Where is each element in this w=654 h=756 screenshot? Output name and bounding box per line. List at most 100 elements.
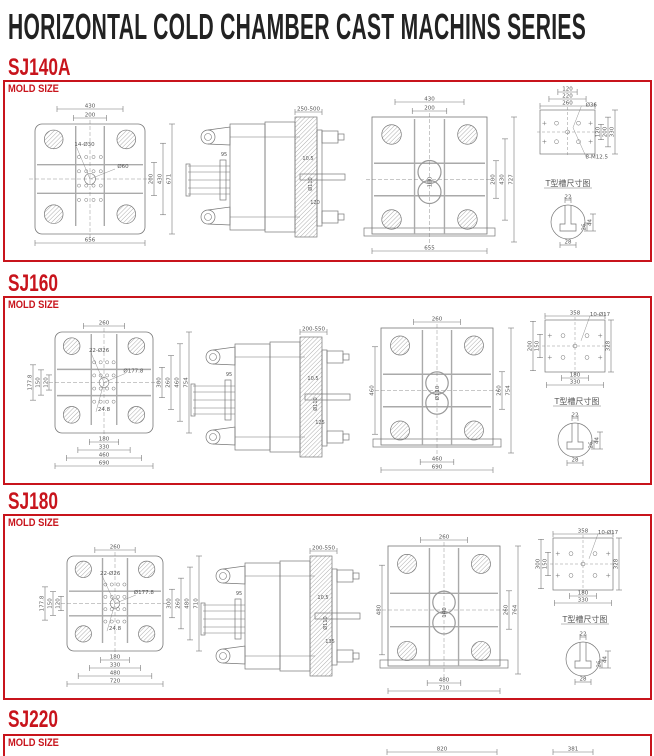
injection-rod (314, 612, 361, 620)
nozzle-hole (84, 173, 96, 185)
dimension-label: 22-Ø26 (100, 570, 121, 577)
mounting-hole (103, 607, 108, 612)
dimension-label: 358 (578, 529, 589, 535)
dimension-label: 200 (603, 126, 609, 137)
dimension-label: 180 (110, 655, 121, 661)
dimension-label: 100 (428, 176, 434, 187)
dimension-label: 358 (570, 311, 581, 317)
dimension-label: 120 (56, 598, 62, 609)
ejector-plate-view: 381 (552, 747, 594, 755)
dimension-label: Ø60 (117, 163, 129, 170)
leader-line (102, 575, 116, 604)
dimension-label: 460 (99, 453, 110, 459)
dimension-label: 460 (175, 377, 181, 388)
tie-bar-hole (43, 204, 64, 224)
mounting-hole (105, 360, 109, 365)
dimension-label: 95 (221, 152, 227, 158)
dimension-label: 10-Ø17 (598, 529, 619, 536)
dimension-label: 24.8 (109, 626, 122, 632)
mounting-hole (91, 169, 96, 174)
dimension-label: 150 (36, 377, 42, 388)
leader-line (95, 382, 105, 412)
dimension-label: Ø110 (322, 616, 329, 629)
dimension-label: 300 (157, 377, 163, 388)
tie-bar-hole (62, 337, 81, 355)
toggle-pivot (219, 652, 227, 660)
mounting-hole (116, 595, 120, 599)
hydraulic-cylinder (336, 569, 354, 583)
dimension-label: 24.8 (98, 407, 111, 413)
dimension-label: 330 (578, 598, 589, 604)
tie-bar-hole (397, 641, 417, 661)
bolt-hole (580, 561, 586, 567)
bolt-hole (565, 129, 570, 135)
mounting-hole (91, 198, 96, 202)
leader-line (103, 373, 126, 383)
dimension-label: 26 (597, 660, 603, 667)
dimension-label: 260 (439, 535, 450, 541)
tie-bar-hole (138, 560, 156, 578)
tie-bar-hole (74, 560, 92, 578)
dimension-label: 430 (158, 173, 164, 184)
dimension-label: 710 (194, 598, 200, 609)
dimension-label: 200 (85, 113, 96, 119)
dimension-label: 200 (424, 106, 435, 112)
mounting-hole (77, 183, 81, 188)
machine-part (337, 213, 345, 221)
dimension-label: 260 (99, 321, 110, 327)
dimension-label: 764 (513, 604, 519, 615)
dimension-label: 330 (610, 126, 616, 137)
machine-part (337, 133, 345, 141)
mounting-hole (84, 183, 89, 188)
leader-line (90, 353, 105, 383)
dimension-label: 10.5 (302, 156, 313, 162)
mounting-hole (111, 373, 116, 378)
dimension-label: 430 (424, 97, 435, 103)
mold-size-label: MOLD SIZE (8, 517, 59, 529)
tie-bar-hole (381, 124, 402, 145)
dimension-label: 690 (432, 465, 443, 471)
dimension-label: 177.8 (28, 374, 34, 390)
bolt-hole (560, 333, 566, 338)
tie-bar-hole (464, 420, 484, 441)
nozzle-hole (98, 377, 110, 388)
tie-bar-hole (74, 625, 92, 643)
tie-bar-hole (127, 337, 146, 355)
t-slot-section (557, 422, 593, 458)
machine-part (321, 349, 328, 447)
toggle-pivot (204, 133, 212, 141)
toggle-pivot (215, 648, 231, 664)
dimension-label: 328 (614, 558, 620, 569)
tie-bar-hole (457, 124, 478, 145)
dimension-label: 135 (325, 639, 335, 645)
t-slot-profile (559, 205, 577, 232)
mounting-hole (98, 373, 103, 378)
dimension-label: 754 (506, 385, 512, 396)
toggle-pivot (209, 353, 217, 361)
mounting-hole (103, 619, 108, 624)
hydraulic-cylinder (326, 430, 344, 444)
t-slot-title: T型槽尺寸图 (562, 614, 608, 624)
mounting-hole (103, 595, 108, 599)
hydraulic-cylinder (321, 210, 339, 224)
dimension-label: 260 (110, 545, 121, 551)
bolt-hole (568, 551, 574, 556)
tie-bar-hole (390, 420, 410, 441)
dimension-label: 300 (536, 558, 542, 569)
dimension-label: 260 (432, 317, 443, 323)
bolt-hole (592, 573, 598, 578)
crosshead (244, 562, 281, 670)
t-slot-section (565, 641, 601, 677)
mounting-hole (105, 399, 109, 404)
dimension-label: 120 (562, 87, 573, 93)
mounting-hole (105, 373, 109, 378)
dimension-label: 22 (565, 195, 572, 201)
tie-bar-hole (397, 554, 417, 574)
dimension-label: 430 (85, 104, 96, 110)
mounting-hole (122, 619, 127, 624)
